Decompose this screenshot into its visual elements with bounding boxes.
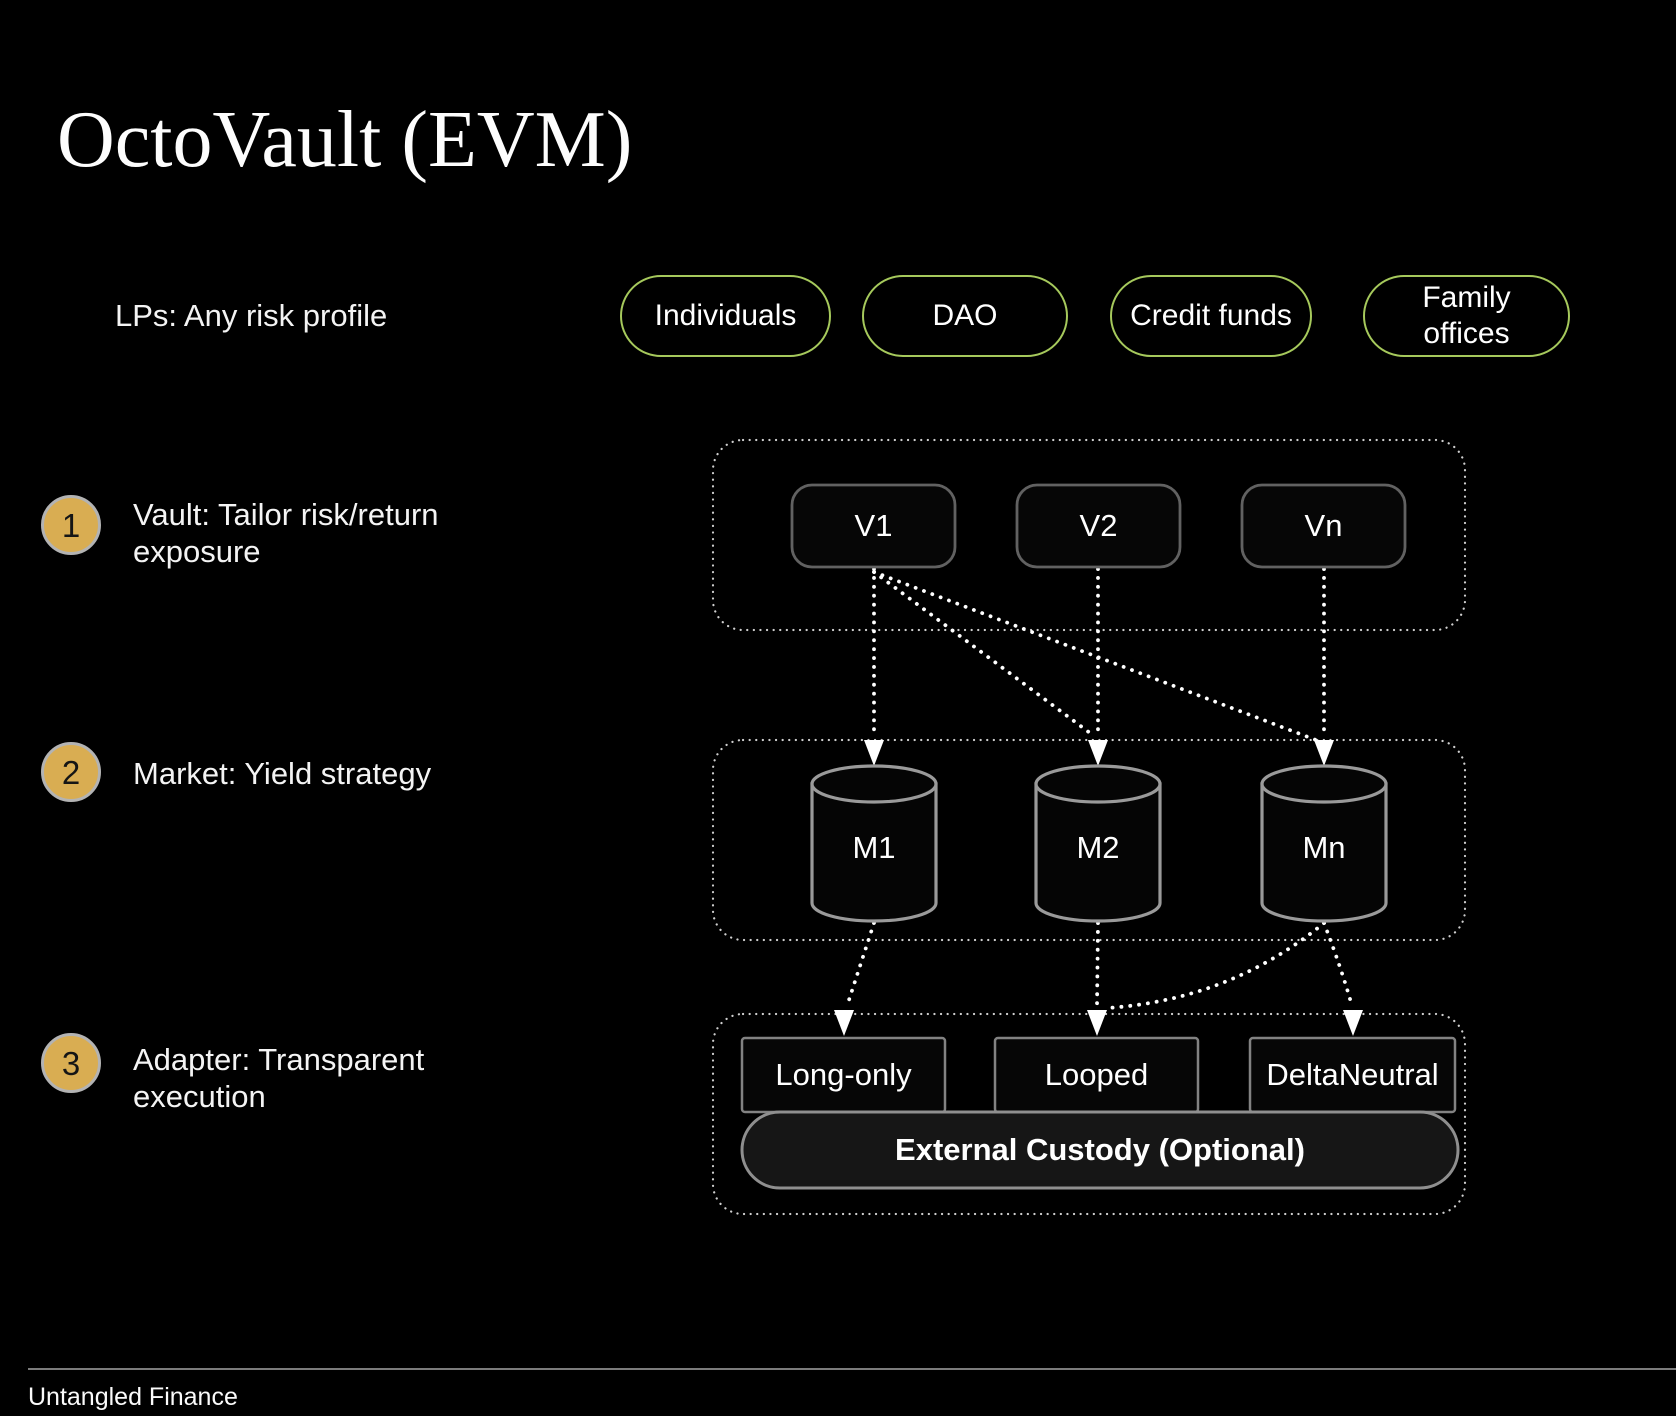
- edge-mn-deltaneutral: [1322, 921, 1354, 1008]
- arrowheads: [834, 740, 1363, 1036]
- market-layer-container: [711, 738, 1467, 942]
- edge-v1-mn: [872, 570, 1318, 742]
- lp-row-label: LPs: Any risk profile: [115, 298, 388, 333]
- market-node-m1-label: M1: [852, 830, 896, 865]
- step-3-label-line1: Adapter: Transparent: [133, 1042, 425, 1077]
- edge-v1-m2: [872, 570, 1096, 738]
- arrowhead-looped-icon: [1087, 1010, 1107, 1036]
- market-node-mn-label: Mn: [1302, 830, 1346, 865]
- lp-pill-dao-label: DAO: [932, 299, 998, 332]
- connector-lines: [845, 567, 1354, 1010]
- vault-node-v1-label: V1: [854, 508, 893, 543]
- step-2-number: 2: [61, 753, 81, 791]
- arrowhead-m2-icon: [1088, 740, 1108, 766]
- edge-m2-looped: [1095, 921, 1100, 1008]
- adapter-node-deltaneutral-label: DeltaNeutral: [1266, 1057, 1439, 1092]
- edge-m1-longonly: [845, 921, 876, 1008]
- lp-pill-individuals-label: Individuals: [654, 299, 797, 332]
- arrowhead-m1-icon: [864, 740, 884, 766]
- step-3-number: 3: [61, 1044, 81, 1082]
- cylinder-m2-body: [1034, 782, 1162, 923]
- lp-pill-credit-funds-label: Credit funds: [1130, 299, 1292, 332]
- vault-node-vn-box: [1240, 483, 1407, 569]
- vault-node-v1-box: [790, 483, 957, 569]
- cylinder-m1-body: [810, 782, 938, 923]
- external-custody-box: [740, 1110, 1460, 1190]
- vault-node-v2-box: [1015, 483, 1182, 569]
- lp-pill-credit-funds: Credit funds: [1110, 275, 1312, 357]
- step-3-label: Adapter: Transparent execution: [133, 1041, 563, 1115]
- vault-node-v2-label: V2: [1079, 508, 1118, 543]
- cylinder-m1-top: [810, 764, 938, 804]
- vault-nodes: [790, 483, 1407, 569]
- step-1-badge: 1: [41, 495, 101, 555]
- arrowhead-longonly-icon: [834, 1010, 854, 1036]
- step-1-number: 1: [61, 506, 81, 544]
- adapter-layer-container: [711, 1012, 1467, 1216]
- lp-pill-individuals: Individuals: [620, 275, 831, 357]
- cylinder-mn-top: [1260, 764, 1388, 804]
- step-2-label: Market: Yield strategy: [133, 755, 563, 792]
- arrowhead-deltaneutral-icon: [1343, 1010, 1363, 1036]
- lp-pill-family-offices: Family offices: [1363, 275, 1570, 357]
- adapter-nodes: [740, 1036, 1457, 1114]
- step-1-label: Vault: Tailor risk/return exposure: [133, 496, 563, 570]
- step-2-badge: 2: [41, 742, 101, 802]
- step-1-label-line2: exposure: [133, 534, 261, 569]
- cylinder-m2-top: [1034, 764, 1162, 804]
- external-custody-label: External Custody (Optional): [895, 1132, 1305, 1167]
- vault-node-vn-label: Vn: [1304, 508, 1343, 543]
- page-title: OctoVault (EVM): [57, 95, 633, 184]
- market-node-m2-label: M2: [1076, 830, 1120, 865]
- adapter-node-looped-label: Looped: [1044, 1057, 1149, 1092]
- market-cylinders: [810, 764, 1388, 923]
- step-3-badge: 3: [41, 1033, 101, 1093]
- step-1-label-line1: Vault: Tailor risk/return: [133, 497, 439, 532]
- footer-brand: Untangled Finance: [28, 1383, 238, 1411]
- edge-mn-looped: [1105, 921, 1326, 1010]
- cylinder-mn-body: [1260, 782, 1388, 923]
- adapter-node-longonly-label: Long-only: [775, 1057, 912, 1092]
- lp-pill-dao: DAO: [862, 275, 1068, 357]
- footer-divider: [28, 1368, 1676, 1370]
- arrowhead-mn-icon: [1314, 740, 1334, 766]
- step-3-label-line2: execution: [133, 1079, 266, 1114]
- step-2-label-line1: Market: Yield strategy: [133, 756, 432, 791]
- lp-pill-family-offices-label: Family offices: [1422, 281, 1511, 350]
